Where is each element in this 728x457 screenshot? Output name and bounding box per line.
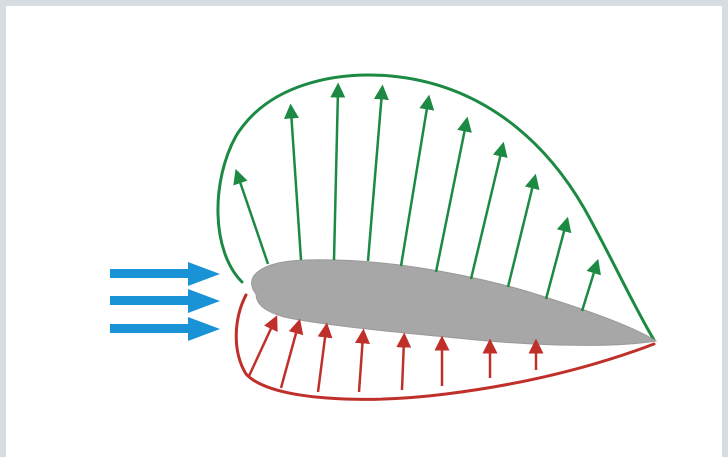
arrow-up-icon <box>354 328 370 393</box>
arrow-up-icon <box>316 322 333 393</box>
airflow-arrows <box>110 262 220 341</box>
arrow-up-icon <box>399 94 435 267</box>
arrow-up-icon <box>580 258 601 312</box>
lower-pressure-envelope <box>234 293 656 401</box>
suction-arrows <box>233 82 601 312</box>
arrow-up-icon <box>233 168 270 265</box>
arrow-up-icon <box>284 103 303 261</box>
arrow-up-icon <box>396 332 412 391</box>
arrow-up-icon <box>247 315 278 377</box>
arrow-right-icon <box>110 317 220 341</box>
pressure-arrows <box>247 315 544 393</box>
arrow-right-icon <box>110 262 220 286</box>
arrow-up-icon <box>366 84 389 262</box>
airfoil-pressure-diagram <box>110 73 658 401</box>
arrow-up-icon <box>279 318 304 389</box>
arrow-right-icon <box>110 289 220 313</box>
arrow-up-icon <box>544 216 572 300</box>
airfoil <box>251 259 658 346</box>
arrow-up-icon <box>506 173 540 288</box>
upper-pressure-envelope <box>216 73 656 342</box>
arrow-up-icon <box>469 141 508 280</box>
arrow-up-icon <box>330 82 346 261</box>
arrow-up-icon <box>434 116 472 273</box>
